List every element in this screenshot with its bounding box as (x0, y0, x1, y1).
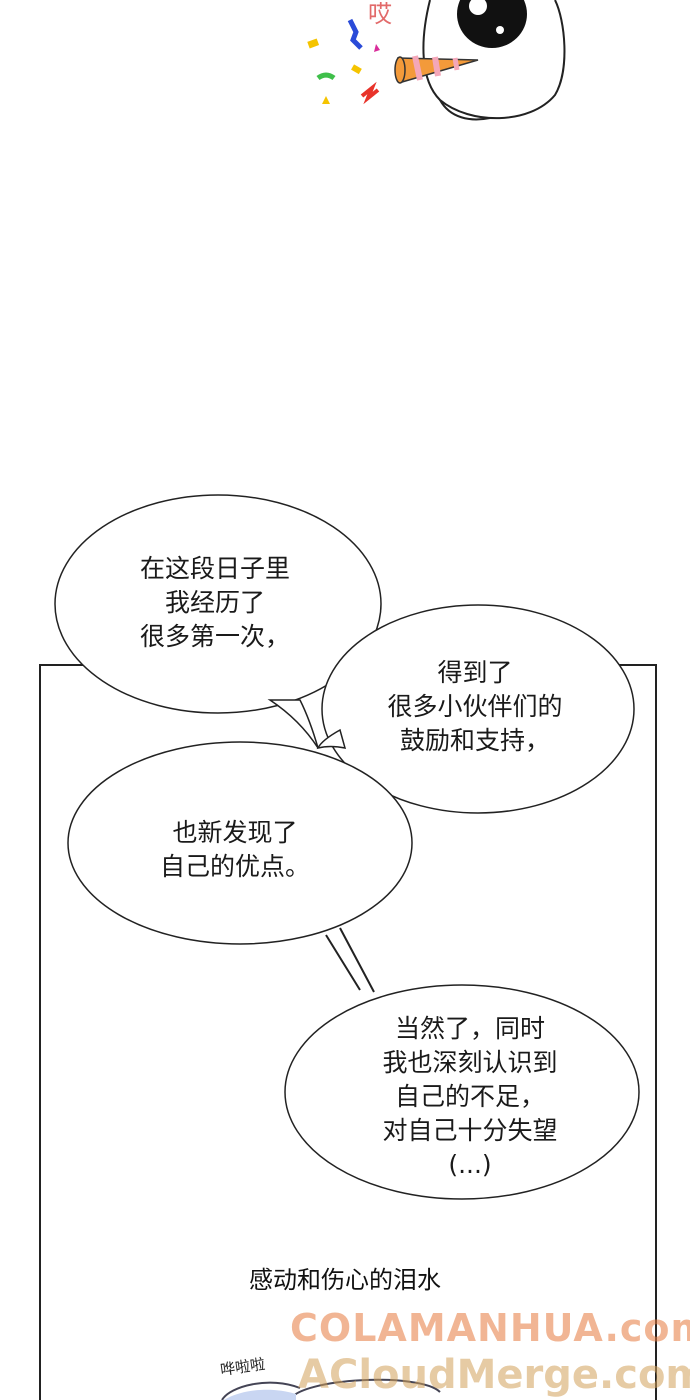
speech-bubble-4 (284, 984, 640, 1200)
bubble-line: 得到了 (437, 658, 513, 687)
party-horn-icon (394, 55, 479, 84)
bubble-line: 对自己十分失望 (382, 1116, 558, 1145)
bubble-line: 我也深刻认识到 (382, 1048, 558, 1077)
speech-bubble-2 (316, 604, 635, 814)
watermark-line-2: ACloudMerge.com (298, 1352, 690, 1398)
speech-bubble-2-text: 得到了 很多小伙伴们的 鼓励和支持， (365, 656, 585, 758)
sfx-top-text: 哎 (368, 0, 392, 28)
panel-caption: 感动和伤心的泪水 (249, 1266, 441, 1294)
bubble-line: 很多小伙伴们的 (387, 692, 563, 721)
speech-bubble-1-text: 在这段日子里 我经历了 很多第一次， (110, 552, 320, 654)
mascot-character (422, 0, 566, 121)
bubble-line: 也新发现了 (172, 818, 298, 847)
bubble-line: (...) (448, 1150, 492, 1179)
bubble-line: 我经历了 (164, 588, 265, 617)
bubble-line: 当然了，同时 (394, 1014, 545, 1043)
bottom-character (221, 1378, 441, 1400)
bubble-line: 自己的不足， (394, 1082, 545, 1111)
bubble-line: 在这段日子里 (139, 554, 290, 583)
speech-bubble-1 (54, 494, 382, 749)
confetti-icon (307, 18, 380, 105)
speech-bubble-4-text: 当然了，同时 我也深刻认识到 自己的不足， 对自己十分失望 (...) (360, 1012, 580, 1182)
speech-bubble-3-text: 也新发现了 自己的优点。 (140, 816, 330, 884)
watermark-line-1: COLAMANHUA.com (290, 1306, 690, 1350)
bubble-line: 自己的优点。 (159, 852, 310, 881)
bubble-line: 鼓励和支持， (399, 726, 550, 755)
speech-bubble-3 (67, 741, 413, 945)
bubble-connector (325, 927, 375, 993)
bubble-line: 很多第一次， (139, 622, 290, 651)
